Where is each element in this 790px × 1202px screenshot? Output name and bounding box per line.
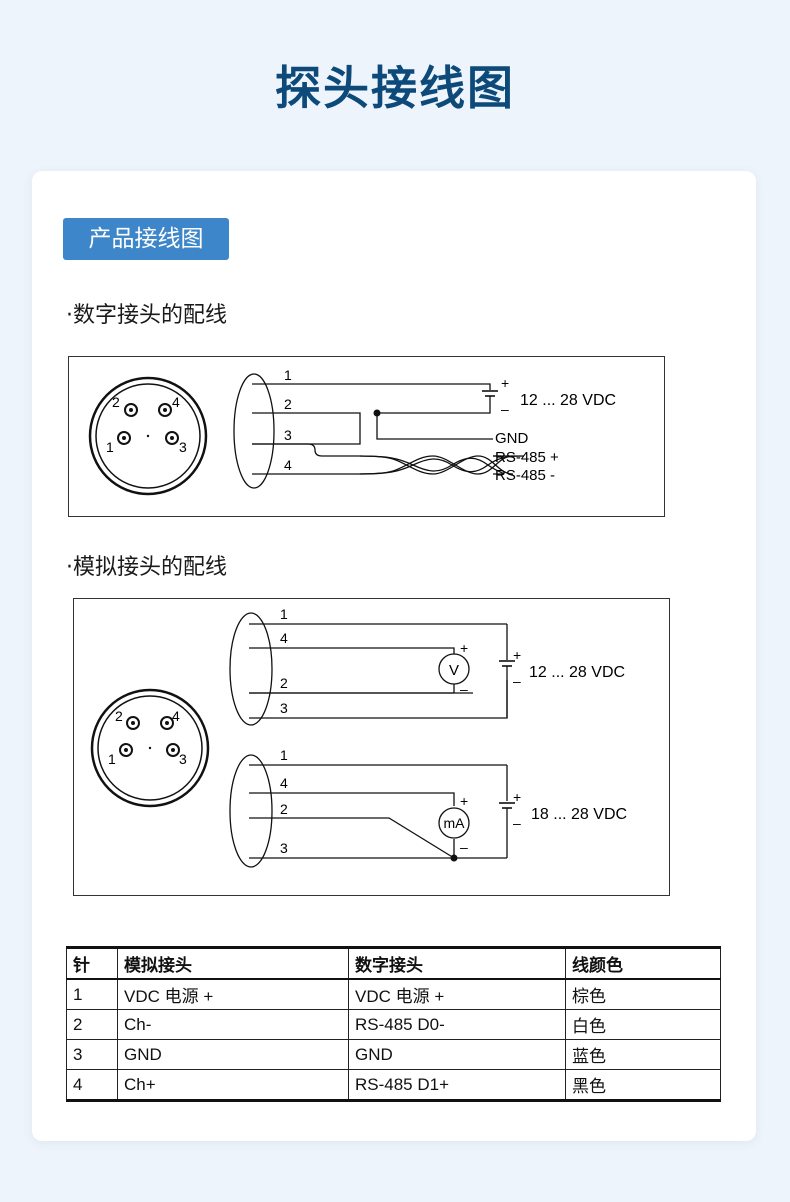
- table-row: 1 VDC 电源 + VDC 电源 + 棕色: [66, 978, 721, 1010]
- digital-cable-ellipse: [233, 373, 275, 489]
- pin-label-3: 3: [179, 439, 187, 455]
- table-row: 3 GND GND 蓝色: [66, 1039, 721, 1070]
- digital-heading: ·数字接头的配线: [66, 303, 227, 328]
- analog-pin-label-2: 2: [115, 708, 123, 724]
- cell-pin: 4: [66, 1069, 118, 1101]
- pin-4: [158, 403, 172, 417]
- i-wire-label-4: 4: [280, 775, 288, 791]
- cell-digital: RS-485 D0-: [348, 1009, 566, 1040]
- voltmeter-icon: [438, 653, 470, 685]
- v-wire-label-2: 2: [280, 675, 288, 691]
- cell-color: 黑色: [565, 1069, 721, 1101]
- cell-digital: RS-485 D1+: [348, 1069, 566, 1101]
- v-wire-label-3: 3: [280, 700, 288, 716]
- pin-label-2: 2: [112, 394, 120, 410]
- wire-label-3: 3: [284, 427, 292, 443]
- rs485-minus-label: RS-485 -: [495, 467, 555, 484]
- digital-wiring-diagram: 2 4 1 3 1 2 3 4 +: [68, 356, 665, 517]
- cell-pin: 2: [66, 1009, 118, 1040]
- cell-digital: GND: [348, 1039, 566, 1070]
- cell-color: 白色: [565, 1009, 721, 1040]
- cell-analog: Ch+: [117, 1069, 349, 1101]
- analog-pin-label-4: 4: [172, 708, 180, 724]
- table-header-row: 针 模拟接头 数字接头 线颜色: [66, 947, 721, 980]
- i-supply-plus: +: [513, 789, 521, 805]
- pin-label-4: 4: [172, 394, 180, 410]
- pin-wiring-table: 针 模拟接头 数字接头 线颜色 1 VDC 电源 + VDC 电源 + 棕色 2…: [66, 946, 721, 1102]
- header-analog: 模拟接头: [117, 947, 349, 980]
- analog-heading: ·模拟接头的配线: [66, 555, 227, 580]
- gnd-label: GND: [495, 430, 529, 447]
- ammeter-label: mA: [444, 815, 466, 831]
- v-supply-plus: +: [513, 647, 521, 663]
- pin-1: [117, 431, 131, 445]
- ammeter-minus: –: [460, 839, 468, 855]
- supply-plus: +: [501, 375, 509, 391]
- current-circuit: [229, 754, 515, 868]
- content-card: 产品接线图 ·数字接头的配线 2 4 1 3: [32, 171, 756, 1141]
- i-supply-label: 18 ... 28 VDC: [531, 806, 627, 823]
- rs485-plus-label: RS-485 +: [495, 449, 559, 466]
- supply-label: 12 ... 28 VDC: [520, 392, 616, 409]
- pin-label-1: 1: [106, 439, 114, 455]
- i-wire-label-1: 1: [280, 747, 288, 763]
- voltmeter-minus: –: [460, 681, 468, 697]
- analog-pin-label-1: 1: [108, 751, 116, 767]
- cell-analog: Ch-: [117, 1009, 349, 1040]
- analog-connector-face: 2 4 1 3: [90, 688, 210, 808]
- supply-minus: –: [501, 401, 509, 417]
- digital-connector-face: 2 4 1 3: [88, 376, 208, 496]
- cell-digital: VDC 电源 +: [348, 978, 566, 1010]
- i-wire-label-3: 3: [280, 840, 288, 856]
- cell-pin: 3: [66, 1039, 118, 1070]
- cell-analog: GND: [117, 1039, 349, 1070]
- section-tag: 产品接线图: [63, 218, 229, 260]
- digital-frame: [68, 356, 665, 517]
- analog-pin-label-3: 3: [179, 751, 187, 767]
- junction-dot: [373, 409, 381, 417]
- header-color: 线颜色: [565, 947, 721, 980]
- i-supply-minus: –: [513, 815, 521, 831]
- wire-label-2: 2: [284, 396, 292, 412]
- v-supply-label: 12 ... 28 VDC: [529, 664, 625, 681]
- ammeter-plus: +: [460, 793, 468, 809]
- analog-wiring-diagram: 2 4 1 3 V 1 4 2 3 + – + – 12 ... 28 VDC: [73, 598, 670, 896]
- table-row: 2 Ch- RS-485 D0- 白色: [66, 1009, 721, 1040]
- voltmeter-label: V: [449, 662, 459, 679]
- cell-pin: 1: [66, 978, 118, 1010]
- voltmeter-plus: +: [460, 640, 468, 656]
- pin-2: [124, 403, 138, 417]
- i-wire-label-2: 2: [280, 801, 288, 817]
- v-supply-minus: –: [513, 673, 521, 689]
- pin-3: [165, 431, 179, 445]
- page-title: 探头接线图: [275, 61, 515, 115]
- cell-analog: VDC 电源 +: [117, 978, 349, 1010]
- wire-label-1: 1: [284, 367, 292, 383]
- cell-color: 蓝色: [565, 1039, 721, 1070]
- ammeter-icon: [438, 807, 470, 839]
- header-digital: 数字接头: [348, 947, 566, 980]
- voltage-circuit: [229, 612, 515, 726]
- v-wire-label-1: 1: [280, 606, 288, 622]
- table-row: 4 Ch+ RS-485 D1+ 黑色: [66, 1069, 721, 1101]
- v-wire-label-4: 4: [280, 630, 288, 646]
- cell-color: 棕色: [565, 978, 721, 1010]
- header-pin: 针: [66, 947, 118, 980]
- current-junction-dot: [450, 854, 458, 862]
- wire-label-4: 4: [284, 457, 292, 473]
- analog-frame: [73, 598, 670, 896]
